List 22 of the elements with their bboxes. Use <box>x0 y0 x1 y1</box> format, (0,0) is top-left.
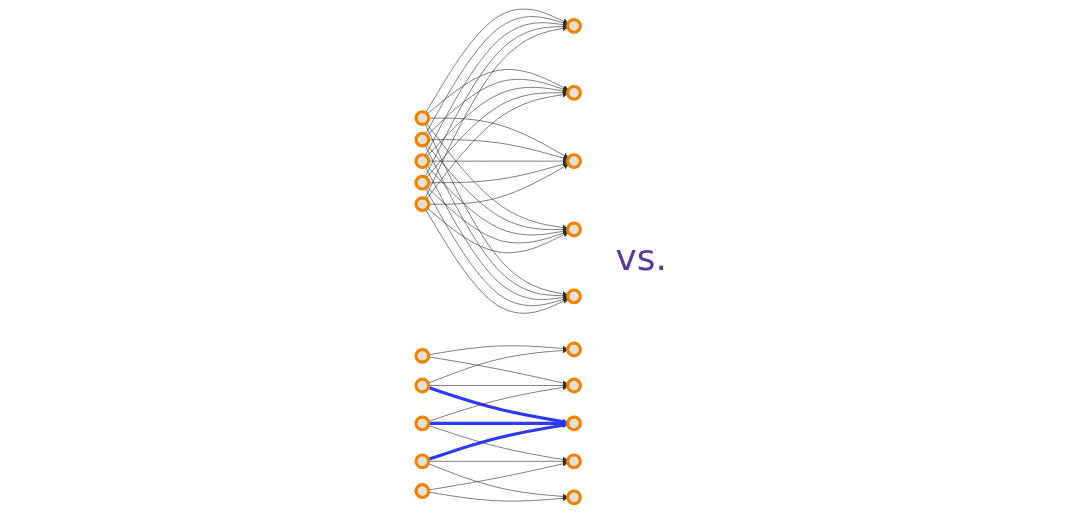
node-circle <box>566 489 582 506</box>
node-circle <box>566 221 582 238</box>
node-circle <box>414 196 431 213</box>
node-circle <box>566 288 582 305</box>
node-circle <box>414 110 431 126</box>
arrow <box>428 420 568 427</box>
node-circle <box>566 341 582 358</box>
comparison-label: vs. <box>615 236 667 278</box>
node-circle <box>414 131 431 148</box>
node-circle <box>414 377 431 394</box>
node-circle <box>414 174 431 191</box>
node-circle <box>414 453 431 470</box>
node-circle <box>566 377 582 394</box>
node-circle <box>566 84 582 101</box>
node-circle <box>566 17 582 34</box>
node-circle <box>414 415 431 432</box>
node-circle <box>566 453 582 470</box>
node-circle <box>566 415 582 432</box>
node-circle <box>414 347 431 364</box>
node-circle <box>566 153 582 170</box>
node-circle <box>414 483 431 499</box>
node-circle <box>414 153 431 170</box>
